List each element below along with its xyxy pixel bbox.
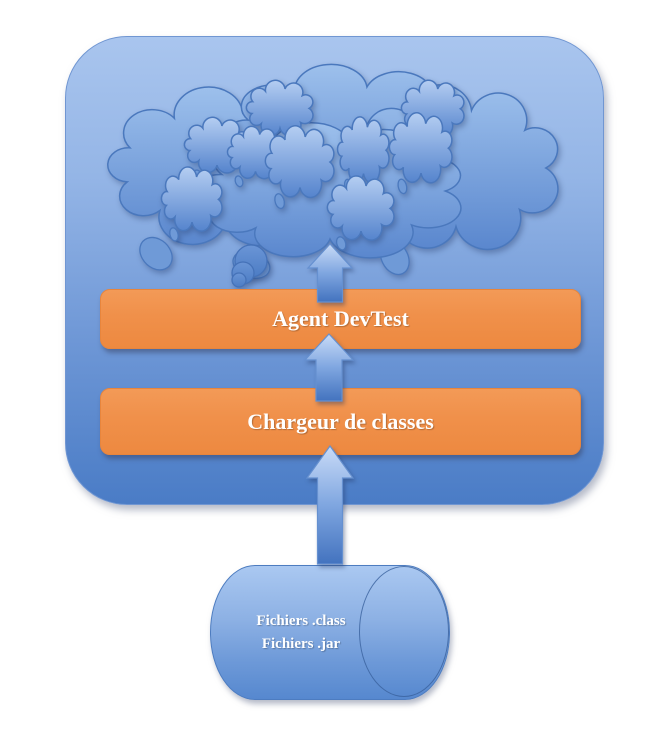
cylinder-lid [359,566,449,697]
files-jar-label: Fichiers .jar [261,636,341,652]
files-datastore-cylinder: Fichiers .class Fichiers .jar [210,565,450,700]
agent-devtest-label: Agent DevTest [272,306,409,331]
class-loader-label: Chargeur de classes [247,408,434,434]
files-class-label: Fichiers .class [256,613,346,629]
class-loader-box: Chargeur de classes [100,388,581,455]
cylinder-labels: Fichiers .class Fichiers .jar [211,566,391,699]
agent-devtest-box: Agent DevTest [100,289,581,349]
